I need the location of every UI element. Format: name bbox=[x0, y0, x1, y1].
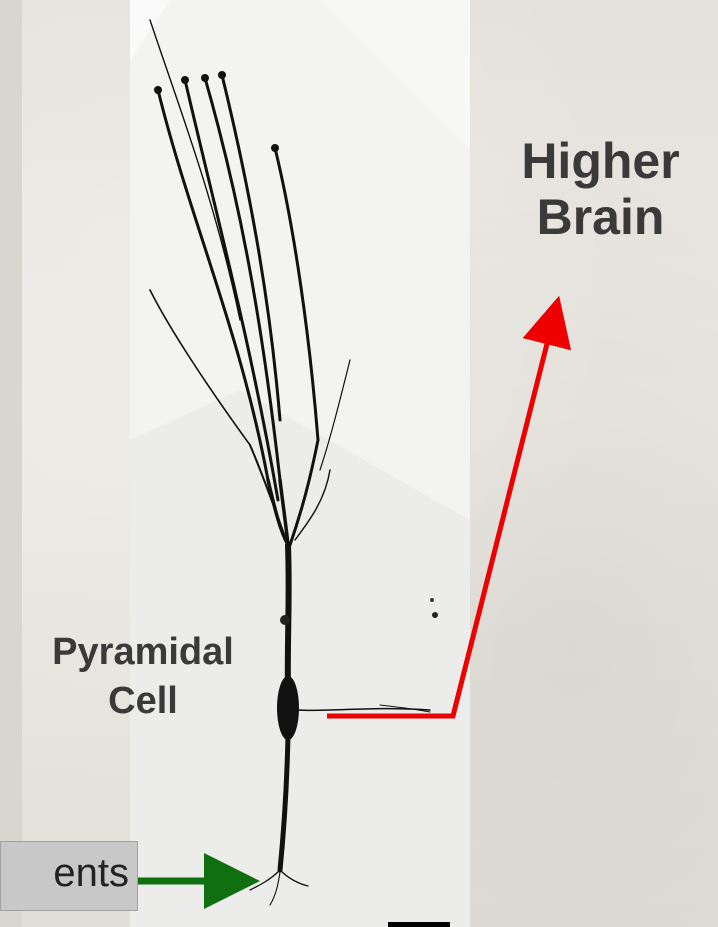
higher-brain-label: Higher Brain bbox=[488, 133, 713, 245]
left-margin-strip bbox=[0, 0, 22, 927]
neuron-micrograph bbox=[130, 0, 470, 927]
afferents-label: ents bbox=[53, 851, 129, 896]
pyramidal-cell-label: Pyramidal Cell bbox=[18, 628, 268, 725]
higher-brain-line2: Brain bbox=[488, 189, 713, 245]
pyramidal-line2: Cell bbox=[18, 677, 268, 726]
afferents-label-box: ents bbox=[0, 841, 138, 911]
higher-brain-line1: Higher bbox=[488, 133, 713, 189]
pyramidal-line1: Pyramidal bbox=[18, 628, 268, 677]
